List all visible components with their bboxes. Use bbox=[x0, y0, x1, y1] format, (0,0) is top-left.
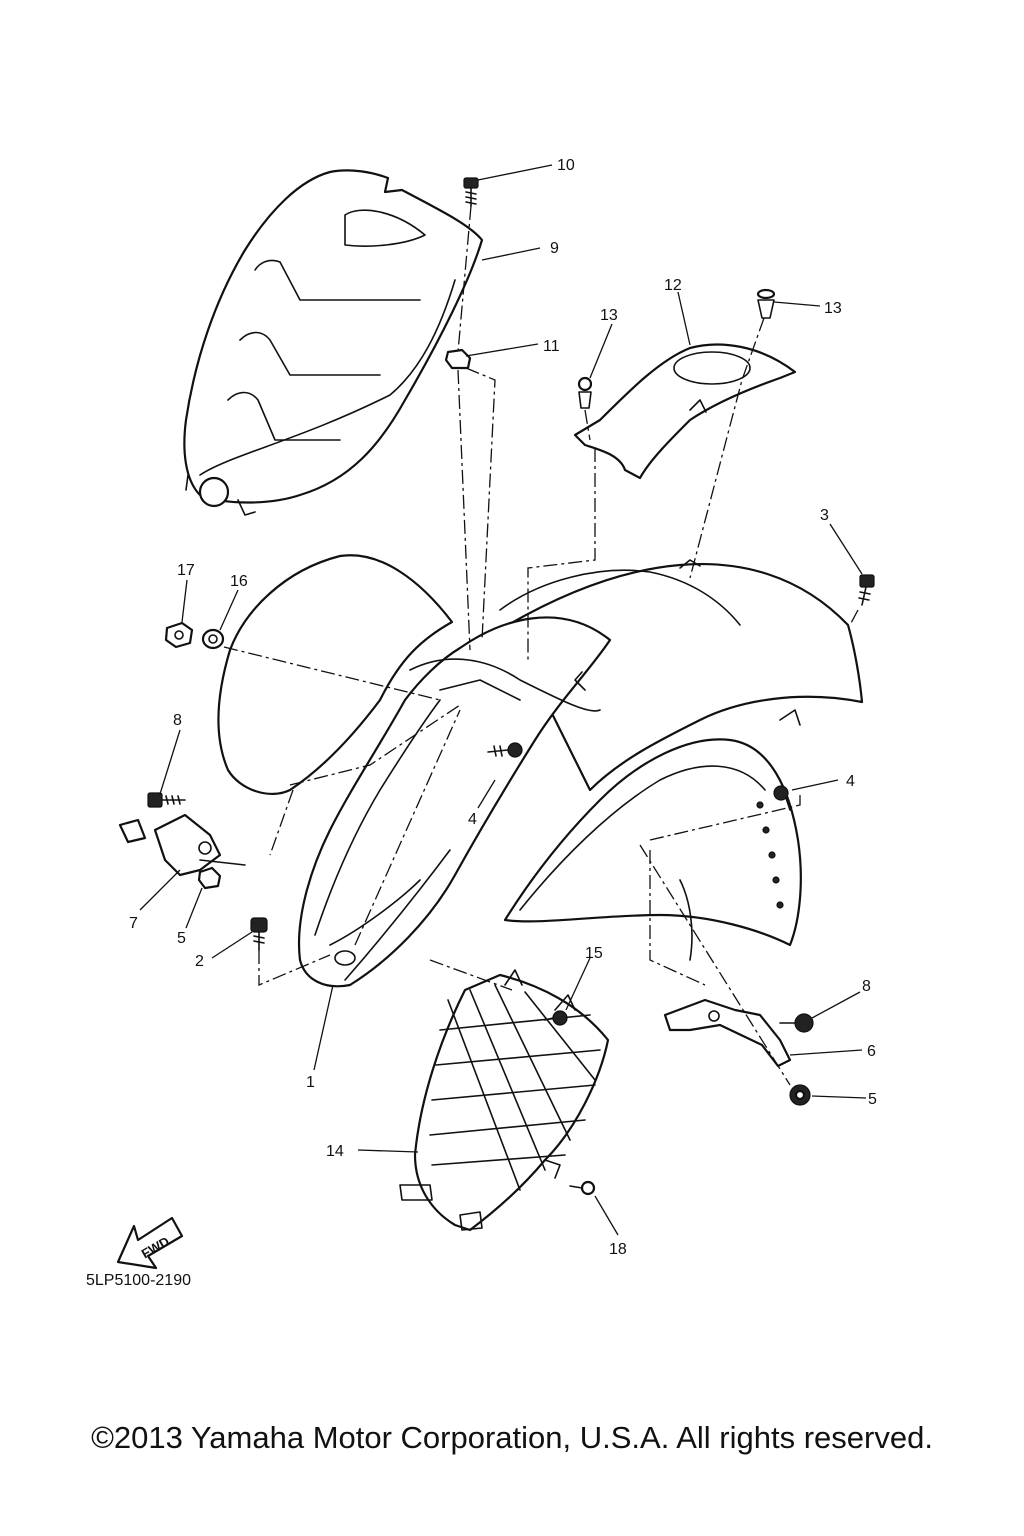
part-front-fender bbox=[217, 554, 864, 988]
part-bolt-2 bbox=[250, 917, 268, 951]
callout-11: 11 bbox=[543, 338, 560, 355]
part-bolt-4-left bbox=[487, 742, 523, 758]
part-bolt-3 bbox=[858, 574, 875, 606]
part-bracket-7 bbox=[118, 813, 246, 877]
callout-labels: 1 2 3 4 4 5 5 6 7 8 8 9 10 11 12 13 13 1… bbox=[129, 157, 877, 1258]
copyright-notice: ©2013 Yamaha Motor Corporation, U.S.A. A… bbox=[91, 1420, 933, 1455]
callout-6: 6 bbox=[867, 1043, 876, 1060]
diagram-code: 5LP5100-2190 bbox=[86, 1272, 191, 1289]
assembly-lines bbox=[223, 205, 859, 1086]
part-screw-15 bbox=[544, 1010, 568, 1026]
callout-16: 16 bbox=[230, 573, 248, 590]
part-bolt-8-left bbox=[147, 792, 186, 808]
callout-15: 15 bbox=[585, 945, 603, 962]
part-bolt-8-right bbox=[779, 1013, 814, 1033]
part-nut-11 bbox=[444, 348, 472, 370]
callout-13-left: 13 bbox=[600, 307, 618, 324]
part-nut-17 bbox=[164, 621, 194, 649]
callout-4-right: 4 bbox=[846, 773, 855, 790]
callout-14: 14 bbox=[326, 1143, 344, 1160]
part-front-grille bbox=[399, 969, 610, 1232]
callout-4-left: 4 bbox=[468, 811, 477, 828]
callout-2: 2 bbox=[195, 953, 204, 970]
callout-8-right: 8 bbox=[862, 978, 871, 995]
callout-18: 18 bbox=[609, 1241, 627, 1258]
part-right-fender bbox=[503, 738, 802, 961]
callout-3: 3 bbox=[820, 507, 829, 524]
callout-7: 7 bbox=[129, 915, 138, 932]
callout-5-right: 5 bbox=[868, 1091, 877, 1108]
fwd-arrow-icon: FWD bbox=[116, 1216, 184, 1270]
callout-13-right: 13 bbox=[824, 300, 842, 317]
callout-8-left: 8 bbox=[173, 712, 182, 729]
part-nut-5-right bbox=[789, 1084, 811, 1106]
callout-leaders bbox=[139, 164, 867, 1236]
part-nut-5-left bbox=[197, 866, 222, 890]
part-bracket-6 bbox=[663, 998, 792, 1068]
part-bolt-4-right bbox=[773, 785, 791, 811]
callout-5-left: 5 bbox=[177, 930, 186, 947]
part-clip-13-right bbox=[756, 288, 776, 319]
part-screw-10 bbox=[463, 177, 479, 207]
part-washer-16 bbox=[201, 628, 225, 650]
part-front-top-cover bbox=[183, 169, 484, 516]
callout-1: 1 bbox=[306, 1074, 315, 1091]
part-screw-18 bbox=[569, 1180, 596, 1196]
callout-17: 17 bbox=[177, 562, 195, 579]
part-center-panel bbox=[573, 343, 797, 480]
callout-12: 12 bbox=[664, 277, 682, 294]
callout-10: 10 bbox=[557, 157, 575, 174]
part-clip-13-left bbox=[577, 376, 593, 409]
callout-9: 9 bbox=[550, 240, 559, 257]
